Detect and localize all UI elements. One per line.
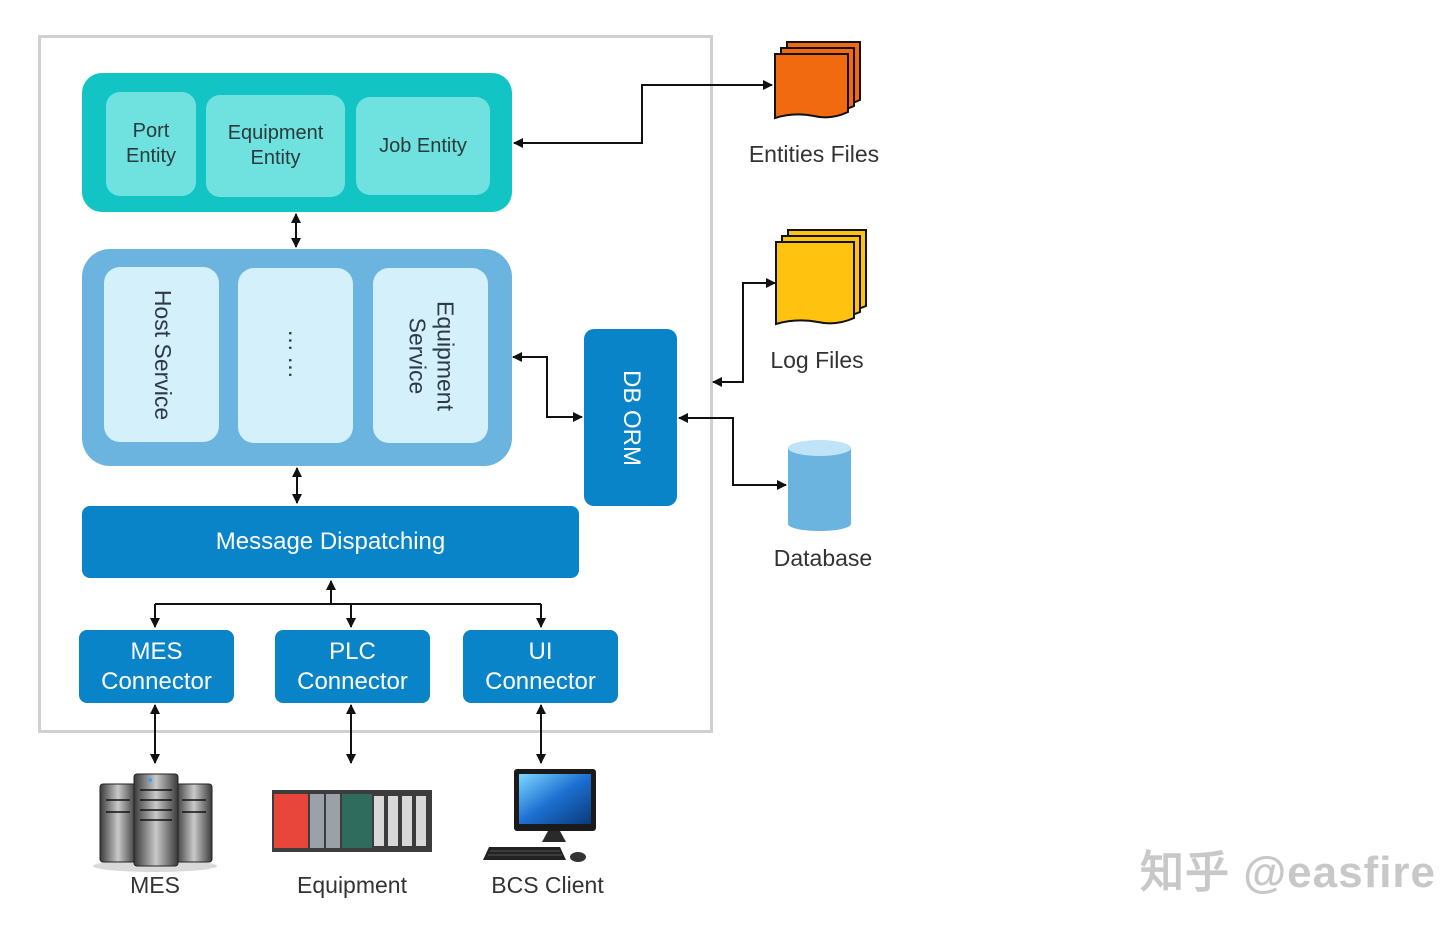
equipment-entity-box[interactable]: Equipment Entity	[206, 95, 345, 197]
equipment-client-label: Equipment	[297, 872, 407, 898]
database-cylinder-icon	[788, 440, 851, 531]
job-entity-box[interactable]: Job Entity	[356, 97, 490, 195]
mes-connector-label: MES Connector	[101, 637, 212, 695]
host-service-box[interactable]: Host Service	[104, 267, 219, 442]
arrow-dborm-logfiles	[712, 278, 776, 387]
database-label: Database	[773, 545, 873, 571]
bcs-client-label: BCS Client	[491, 872, 604, 898]
port-entity-box[interactable]: Port Entity	[106, 92, 196, 196]
log-files-label: Log Files	[770, 347, 864, 373]
message-dispatching-box[interactable]: Message Dispatching	[82, 506, 579, 578]
entities-files-icon	[774, 41, 861, 120]
entities-files-label: Entities Files	[748, 141, 880, 167]
ui-connector-box[interactable]: UI Connector	[463, 630, 618, 703]
arrow-entities-files	[513, 80, 773, 148]
equipment-service-box[interactable]: Equipment Service	[373, 268, 488, 443]
ui-connector-label: UI Connector	[485, 637, 596, 695]
port-entity-label: Port Entity	[125, 120, 177, 167]
server-rack-icon	[93, 773, 217, 872]
plc-module-icon	[272, 790, 432, 852]
log-files-icon	[775, 229, 867, 326]
arrow-dborm-database	[678, 413, 787, 490]
arrow-service-dborm	[512, 352, 583, 422]
equipment-entity-label: Equipment Entity	[227, 122, 324, 169]
more-services-box[interactable]: ……	[238, 268, 353, 443]
desktop-computer-icon	[483, 769, 596, 862]
plc-connector-label: PLC Connector	[297, 637, 408, 695]
watermark: 知乎 @easfire	[1140, 848, 1437, 897]
job-entity-label: Job Entity	[379, 134, 467, 157]
mes-connector-box[interactable]: MES Connector	[79, 630, 234, 703]
message-dispatching-label: Message Dispatching	[215, 528, 446, 555]
mes-client-label: MES	[130, 872, 180, 898]
plc-connector-box[interactable]: PLC Connector	[275, 630, 430, 703]
db-orm-box[interactable]: DB ORM	[584, 329, 677, 506]
